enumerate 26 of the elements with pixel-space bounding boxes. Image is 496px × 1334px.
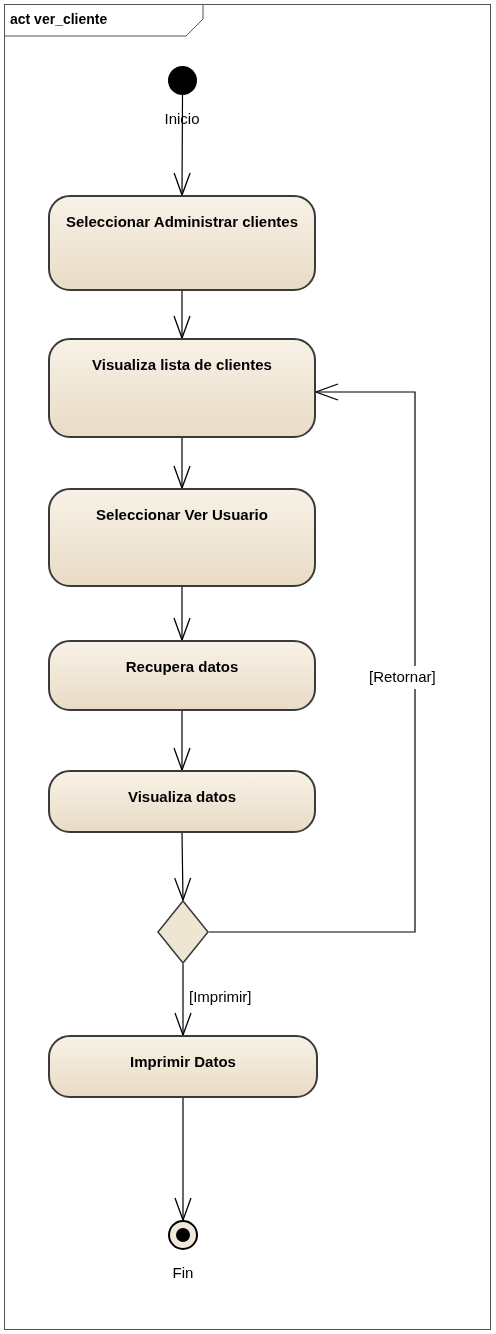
frame-title: act ver_cliente xyxy=(10,10,108,29)
initial-node xyxy=(168,66,197,95)
arrow xyxy=(174,832,192,901)
arrow xyxy=(173,586,191,641)
arrow xyxy=(208,383,416,933)
arrow xyxy=(173,437,191,489)
decision-diamond xyxy=(157,900,209,964)
action-label: Recupera datos xyxy=(125,657,239,677)
action-label: Visualiza lista de clientes xyxy=(92,355,272,375)
arrow xyxy=(173,710,191,771)
action-label: Seleccionar Administrar clientes xyxy=(65,212,298,232)
node-caption: Fin xyxy=(172,1263,194,1283)
action-box xyxy=(48,195,316,291)
action-box xyxy=(48,1035,318,1098)
action-box xyxy=(48,338,316,438)
arrow xyxy=(174,963,192,1036)
action-box xyxy=(48,488,316,587)
action-label: Seleccionar Ver Usuario xyxy=(96,505,268,525)
action-box xyxy=(48,770,316,833)
action-box xyxy=(48,640,316,711)
action-label: Visualiza datos xyxy=(127,787,237,807)
guard-label: [Retornar] xyxy=(368,666,437,689)
action-label: Imprimir Datos xyxy=(130,1052,236,1072)
final-node xyxy=(168,1220,198,1250)
arrow xyxy=(174,1097,192,1221)
arrow xyxy=(173,290,191,339)
